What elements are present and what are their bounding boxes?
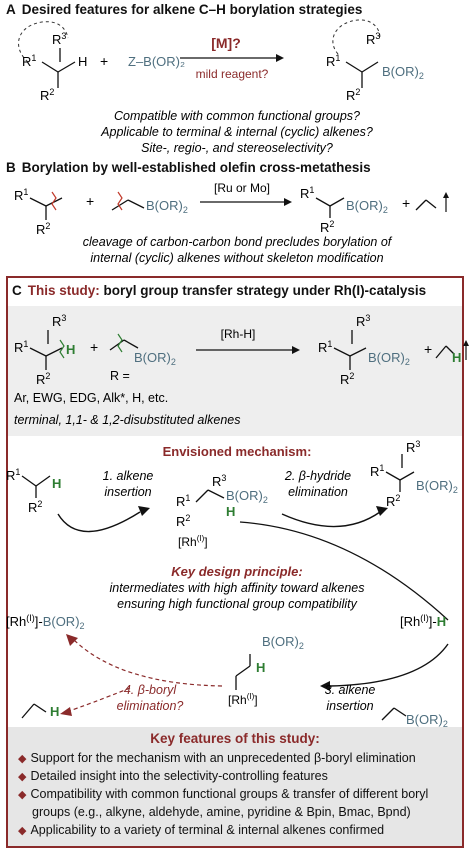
panel-c-scope-block (8, 306, 462, 436)
step-4-b: elimination? (117, 699, 184, 713)
svg-text:[Rh(I)]: [Rh(I)] (228, 692, 258, 707)
svg-text:R2: R2 (346, 87, 360, 103)
svg-text:R3: R3 (366, 31, 380, 47)
svg-text:B(OR)2: B(OR)2 (226, 488, 268, 505)
panel-b-scheme: R1 R2 + B(OR)2 [Ru or Mo] R1 B(OR)2 R2 +… (14, 181, 449, 265)
panel-a-scheme: R1 R3 H R2 + Z–B(OR)₂ [M]? mild reagent?… (18, 19, 424, 155)
key-features-box: Key features of this study: ◆Support for… (8, 727, 462, 846)
key-features-title: Key features of this study: (150, 731, 320, 746)
svg-text:R2: R2 (28, 499, 42, 515)
svg-text:R2: R2 (320, 219, 334, 235)
diamond-bullet-icon: ◆ (18, 771, 27, 783)
svg-text:H: H (50, 704, 59, 719)
step-3-b: insertion (326, 699, 373, 713)
key-feature-item: ◆Compatibility with common functional gr… (18, 787, 429, 801)
svg-text:R3: R3 (212, 473, 226, 489)
svg-text:[Rh(I)]-B(OR)2: [Rh(I)]-B(OR)2 (6, 613, 85, 631)
svg-text:R1: R1 (22, 53, 36, 69)
r-values: Ar, EWG, EDG, Alk*, H, etc. (14, 391, 168, 405)
catalyst-b: [Ru or Mo] (214, 181, 270, 195)
question-3: Site-, regio-, and stereoselectivity? (141, 141, 333, 155)
svg-text:H: H (66, 342, 75, 357)
svg-text:R1: R1 (370, 463, 384, 479)
reagent-a: Z–B(OR)₂ (128, 54, 185, 69)
svg-text:R2: R2 (36, 221, 50, 237)
svg-text:B(OR)2: B(OR)2 (346, 198, 388, 215)
svg-text:H: H (78, 54, 87, 69)
svg-text:R1: R1 (176, 493, 190, 509)
condition-a: mild reagent? (196, 67, 269, 81)
diamond-bullet-icon: ◆ (18, 753, 27, 765)
svg-text:R3: R3 (52, 313, 66, 329)
step-2-b: elimination (288, 485, 348, 499)
step-4-a: 4. β-boryl (124, 683, 178, 697)
svg-text:B(OR)2: B(OR)2 (146, 198, 188, 215)
svg-text:R2: R2 (340, 371, 354, 387)
key-feature-item: ◆Support for the mechanism with an unpre… (18, 751, 416, 765)
svg-text:[Rh(I)]: [Rh(I)] (178, 534, 208, 549)
catalyst-a: [M]? (211, 35, 241, 51)
catalyst-c: [Rh-H] (221, 327, 256, 341)
svg-text:H: H (226, 504, 235, 519)
step-1-b: insertion (104, 485, 151, 499)
svg-text:B(OR)2: B(OR)2 (416, 478, 458, 495)
svg-text:R1: R1 (300, 185, 314, 201)
svg-text:[Rh(I)]-H: [Rh(I)]-H (400, 613, 446, 629)
diamond-bullet-icon: ◆ (18, 825, 27, 837)
question-1: Compatible with common functional groups… (114, 109, 360, 123)
svg-text:R1: R1 (14, 187, 28, 203)
key-feature-item-continued: groups (e.g., alkyne, aldehyde, amine, p… (32, 805, 411, 819)
note-b-2: internal (cyclic) alkenes without skelet… (90, 251, 383, 265)
design-title: Key design principle: (171, 564, 302, 579)
mechanism-title: Envisioned mechanism: (163, 444, 312, 459)
svg-text:+: + (424, 341, 432, 357)
svg-text:H: H (52, 476, 61, 491)
key-feature-item: ◆Detailed insight into the selectivity-c… (18, 769, 328, 783)
svg-text:H: H (452, 350, 461, 365)
note-b-1: cleavage of carbon-carbon bond precludes… (83, 235, 393, 249)
question-2: Applicable to terminal & internal (cycli… (100, 125, 373, 139)
design-line-2: ensuring high functional group compatibi… (117, 597, 357, 611)
svg-text:B(OR)2: B(OR)2 (406, 712, 448, 729)
svg-text:+: + (86, 193, 94, 209)
svg-text:B(OR)2: B(OR)2 (368, 350, 410, 367)
panel-c-scheme: R1 R3 H R2 + B(OR)2 R = Ar, EWG, EDG, Al… (6, 313, 469, 729)
scope-text: terminal, 1,1- & 1,2-disubstituted alken… (14, 413, 241, 427)
svg-text:R3: R3 (406, 439, 420, 455)
svg-text:R2: R2 (386, 493, 400, 509)
svg-text:R3: R3 (52, 31, 66, 47)
svg-text:H: H (256, 660, 265, 675)
step-1-a: 1. alkene (103, 469, 154, 483)
r-label: R = (110, 369, 130, 383)
diamond-bullet-icon: ◆ (18, 789, 27, 801)
key-feature-item: ◆Applicability to a variety of terminal … (18, 823, 385, 837)
svg-text:+: + (100, 53, 108, 69)
svg-text:R3: R3 (356, 313, 370, 329)
svg-text:R1: R1 (318, 339, 332, 355)
svg-text:R2: R2 (40, 87, 54, 103)
svg-text:+: + (90, 339, 98, 355)
design-line-1: intermediates with high affinity toward … (110, 581, 365, 595)
svg-text:B(OR)2: B(OR)2 (382, 64, 424, 81)
svg-text:B(OR)2: B(OR)2 (134, 350, 176, 367)
panel-c-frame (6, 276, 464, 848)
svg-text:R2: R2 (36, 371, 50, 387)
svg-text:R1: R1 (326, 53, 340, 69)
svg-text:R1: R1 (6, 467, 20, 483)
svg-text:R1: R1 (14, 339, 28, 355)
step-3-a: 3. alkene (325, 683, 376, 697)
svg-text:B(OR)2: B(OR)2 (262, 634, 304, 651)
svg-text:+: + (402, 195, 410, 211)
step-2-a: 2. β-hydride (284, 469, 351, 483)
svg-text:R2: R2 (176, 513, 190, 529)
